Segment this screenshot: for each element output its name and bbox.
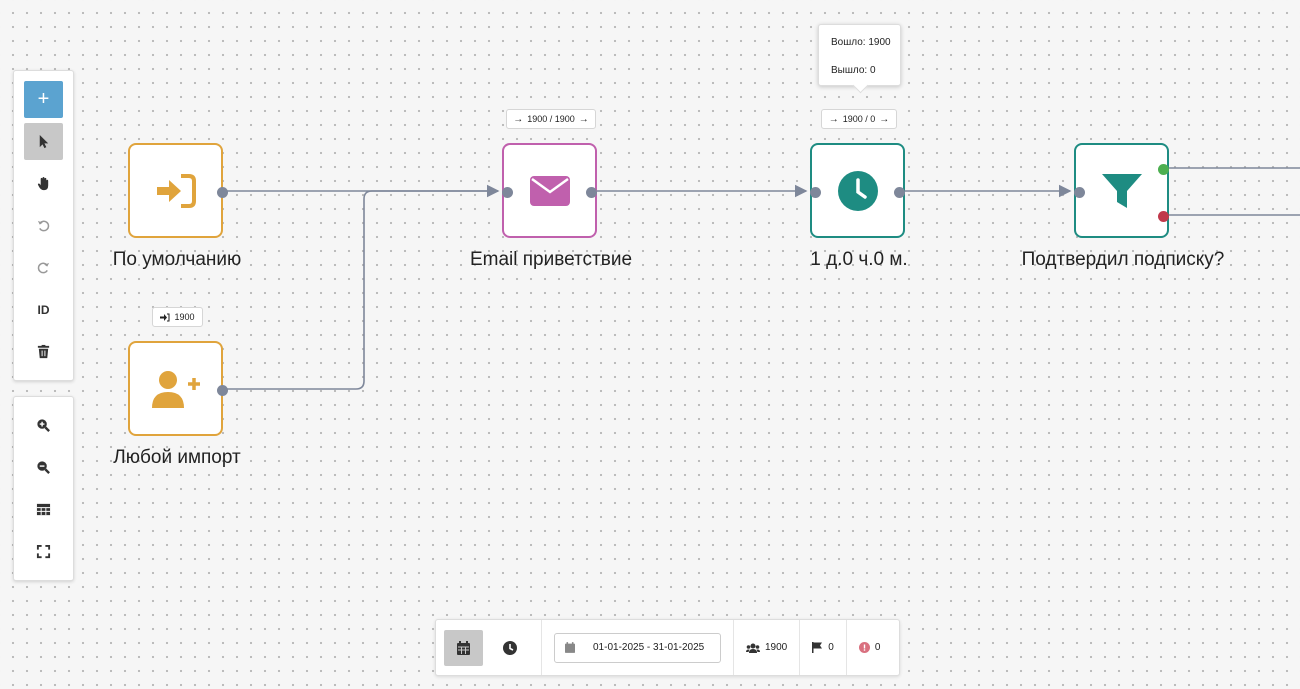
node-delay[interactable] [810,143,905,238]
divider [541,620,542,675]
users-count: 1900 [765,642,788,653]
node-default-entry[interactable] [128,143,228,238]
calendar-mode-button[interactable] [444,629,483,666]
input-port[interactable] [502,187,513,198]
grid-toggle-button[interactable] [24,491,63,528]
zoom-in-button[interactable] [24,407,63,444]
zoom-out-button[interactable] [24,449,63,486]
divider [845,620,847,675]
output-port[interactable] [894,187,905,198]
node-import-label: Любой импорт [113,447,241,468]
redo-button[interactable] [24,249,63,286]
arrow-right-icon: → [578,113,589,125]
zoom-out-icon [37,461,50,474]
import-count-badge: 1900 [152,307,203,327]
expand-icon [36,544,51,559]
goals-count: 0 [828,642,834,653]
arrow-right-icon: → [828,113,839,125]
errors-stat: 0 [847,642,893,653]
users-stat: 1900 [734,642,799,653]
fit-screen-button[interactable] [24,533,63,570]
select-tool-button[interactable] [24,123,63,160]
sign-in-icon [156,173,196,208]
output-port[interactable] [586,187,597,198]
arrow-right-icon: → [879,113,890,125]
delete-button[interactable] [24,333,63,370]
calendar-icon [565,642,575,653]
input-port[interactable] [810,187,821,198]
node-any-import[interactable] [128,341,228,436]
users-icon [746,643,760,653]
hand-icon [37,176,49,191]
node-filter-label: Подтвердил подписку? [1021,249,1225,270]
view-toolbar [13,396,74,581]
pan-tool-button[interactable] [24,165,63,202]
user-plus-icon [151,370,200,408]
node-delay-label: 1 д.0 ч.0 м. [810,249,908,270]
date-range-value: 01-01-2025 - 31-01-2025 [593,642,705,653]
errors-count: 0 [874,642,881,653]
editor-toolbar: + ID [13,70,74,381]
node-email-welcome[interactable] [502,143,597,238]
edge-import-email [222,190,498,390]
output-port[interactable] [217,385,228,396]
redo-icon [37,262,50,274]
clock-icon [837,170,878,211]
filter-icon [1101,173,1142,208]
arrow-right-icon: → [513,113,524,125]
divider [799,620,801,675]
show-id-button[interactable]: ID [37,302,50,317]
clock-small-icon [502,640,517,655]
node-email-label: Email приветствие [469,249,633,270]
tooltip-entered: Вошло: 1900 [831,37,891,48]
trash-icon [37,344,50,359]
add-node-button[interactable]: + [24,81,63,118]
undo-button[interactable] [24,207,63,244]
delay-flow-badge: → 1900 / 0 → [821,109,897,129]
realtime-mode-button[interactable] [490,630,529,666]
flag-icon [812,642,823,653]
input-port[interactable] [1074,187,1085,198]
bottom-bar: 01-01-2025 - 31-01-2025 1900 0 0 [435,619,900,676]
output-port-yes[interactable] [1158,164,1169,175]
email-flow-badge: → 1900 / 1900 → [506,109,596,129]
date-range-picker[interactable]: 01-01-2025 - 31-01-2025 [554,632,721,663]
import-count: 1900 [174,312,195,322]
grid-icon [36,503,51,516]
zoom-in-icon [37,419,50,432]
output-port[interactable] [217,187,228,198]
stats-tooltip: Вошло: 1900 Вышло: 0 [818,24,901,86]
cursor-icon [39,134,49,149]
error-icon [858,642,870,653]
divider [733,620,734,675]
goals-stat: 0 [800,642,846,653]
output-port-no[interactable] [1158,211,1169,222]
node-filter-subscription[interactable] [1074,143,1169,238]
email-flow-count: 1900 / 1900 [527,114,575,124]
tooltip-exited: Вышло: 0 [831,65,876,76]
undo-icon [37,220,50,232]
sign-in-small-icon [160,313,170,321]
envelope-icon [529,175,570,206]
node-default-label: По умолчанию [112,249,242,270]
delay-flow-count: 1900 / 0 [842,114,876,124]
calendar-icon [457,640,470,655]
